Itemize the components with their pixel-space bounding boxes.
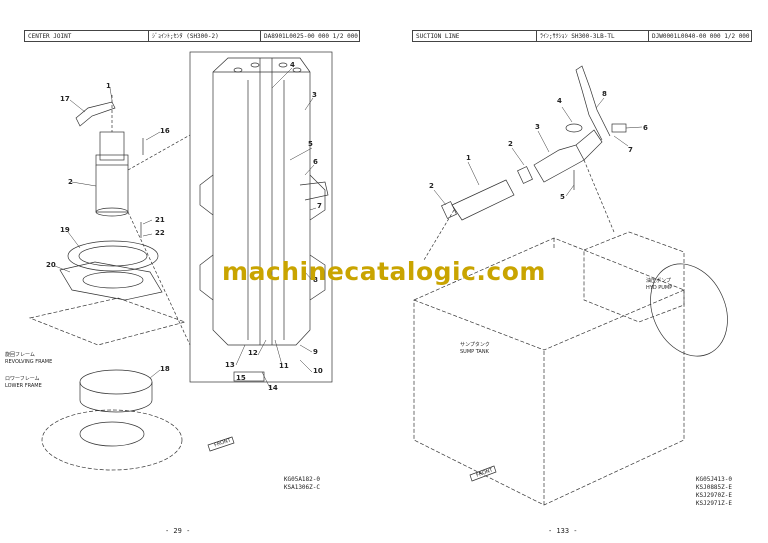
part-code: KG05J413-0 — [695, 476, 732, 483]
callout: 9 — [313, 348, 318, 356]
pump-flange — [650, 263, 728, 357]
lower-frame-jp: ロワーフレーム — [5, 376, 40, 382]
callout: 15 — [236, 374, 246, 382]
sump-tank-en: SUMP TANK — [460, 349, 489, 355]
callout: 21 — [155, 216, 165, 224]
left-header-jp-title: ｼﾞｮｲﾝﾄ;ｾﾝﾀ (SH300-2) — [149, 31, 261, 41]
right-part-codes: KG05J413-0 KSJ0885Z-E KSJ2970Z-E KSJ2971… — [674, 476, 732, 508]
hyd-pump-outline — [583, 231, 685, 323]
part-code: KSA1306Z-C — [283, 484, 320, 491]
rotor-part — [212, 57, 311, 346]
lever-part — [75, 101, 116, 127]
callout: 5 — [308, 140, 313, 148]
right-header-jp-title: ﾗｲﾝ;ｻｸｼｮﾝ SH300-3LB-TL — [537, 31, 649, 41]
callout: 8 — [313, 276, 318, 284]
callout: 11 — [279, 362, 289, 370]
front-arrow-icon — [469, 465, 497, 482]
callout: 2 — [68, 178, 73, 186]
callout: 5 — [560, 193, 565, 201]
revolving-frame-label: 旋回フレーム REVOLVING FRAME — [5, 352, 52, 366]
detail-view-frame — [189, 51, 333, 383]
o-ring-part — [565, 123, 583, 133]
center-joint-drawing — [28, 51, 333, 471]
callout: 12 — [248, 349, 258, 357]
seal-ring-part — [67, 240, 159, 272]
callout: 7 — [317, 202, 322, 210]
left-header-title: CENTER JOINT — [25, 31, 149, 41]
mounting-plate-part — [59, 261, 163, 301]
joint-body-part — [95, 165, 129, 213]
right-header-drawing-number: DJW0001L0040-00 000 1/2 000 — [652, 33, 750, 40]
callout: 1 — [106, 82, 111, 90]
left-page-number: - 29 - — [165, 527, 191, 535]
callout: 8 — [602, 90, 607, 98]
callout: 18 — [160, 365, 170, 373]
part-code: KSJ2970Z-E — [695, 492, 732, 499]
callout: 3 — [535, 123, 540, 131]
callout: 6 — [313, 158, 318, 166]
lower-frame-plane — [41, 409, 183, 471]
part-code: KSJ0885Z-E — [695, 484, 732, 491]
sump-tank-jp: サンプタンク — [460, 342, 490, 348]
front-arrow-icon — [207, 436, 235, 452]
part-code: KG05A182-0 — [283, 476, 320, 483]
lower-frame-en: LOWER FRAME — [5, 383, 42, 389]
callout: 4 — [290, 61, 295, 69]
left-header-drawing-number: DA8901L0025-00 000 1/2 000 — [264, 33, 358, 40]
hyd-pump-label: 油圧ポンプ HYD PUMP — [646, 278, 672, 292]
callout: 20 — [46, 261, 56, 269]
callout: 14 — [268, 384, 278, 392]
callout: 13 — [225, 361, 235, 369]
left-part-codes: KG05A182-0 KSA1306Z-C — [270, 476, 320, 492]
elbow-part — [533, 144, 585, 183]
right-page-number: - 133 - — [548, 527, 578, 535]
revolving-frame-plane — [28, 297, 187, 346]
part-code: KSJ2971Z-E — [695, 500, 732, 507]
callout: 2 — [429, 182, 434, 190]
pipe-part — [575, 65, 611, 141]
callout: 4 — [557, 97, 562, 105]
callout: 6 — [643, 124, 648, 132]
right-catalog-page: SUCTION LINE ﾗｲﾝ;ｻｸｼｮﾝ SH300-3LB-TL DJW0… — [384, 0, 768, 543]
left-catalog-page: CENTER JOINT ｼﾞｮｲﾝﾄ;ｾﾝﾀ (SH300-2) DA8901… — [5, 30, 360, 535]
callout: 17 — [60, 95, 70, 103]
callout: 22 — [155, 229, 165, 237]
lower-ring-part — [79, 369, 153, 395]
revolving-frame-jp: 旋回フレーム — [5, 352, 35, 358]
sump-tank-label: サンプタンク SUMP TANK — [460, 342, 490, 356]
lower-frame-label: ロワーフレーム LOWER FRAME — [5, 376, 42, 390]
callout: 1 — [466, 154, 471, 162]
seal-kit-box — [233, 371, 265, 382]
hyd-pump-jp: 油圧ポンプ — [646, 278, 671, 284]
left-header-table: CENTER JOINT ｼﾞｮｲﾝﾄ;ｾﾝﾀ (SH300-2) DA8901… — [24, 30, 360, 42]
callout: 16 — [160, 127, 170, 135]
suction-line-drawing — [413, 65, 728, 506]
callout: 7 — [628, 146, 633, 154]
callout: 2 — [508, 140, 513, 148]
right-header-table: SUCTION LINE ﾗｲﾝ;ｻｸｼｮﾝ SH300-3LB-TL DJW0… — [412, 30, 752, 42]
right-header-title: SUCTION LINE — [413, 31, 537, 41]
callout: 19 — [60, 226, 70, 234]
joint-top-housing — [99, 131, 125, 161]
revolving-frame-en: REVOLVING FRAME — [5, 359, 53, 365]
suction-hose-part — [451, 179, 515, 221]
watermark-text: machinecatalogic.com — [222, 257, 546, 286]
callout: 10 — [313, 367, 323, 375]
callout: 3 — [312, 91, 317, 99]
hyd-pump-en: HYD PUMP — [646, 285, 673, 291]
